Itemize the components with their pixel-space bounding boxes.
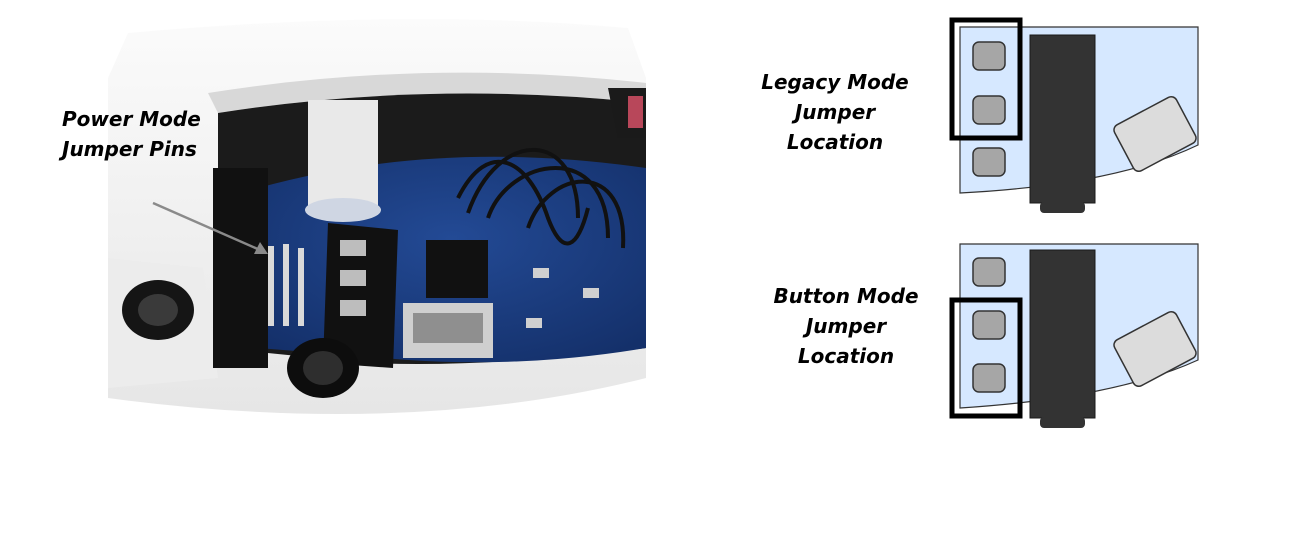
housing-photo [108,19,646,414]
jumper-pin-3 [972,147,1006,177]
jack-tab [1040,417,1085,428]
legacy-highlight-box [949,17,1023,141]
jumper-pin-3 [972,363,1006,393]
label-line: Button Mode [773,284,919,308]
power-mode-callout: Power Mode Jumper Pins [62,104,201,164]
label-line: Location [797,344,895,368]
label-line: Location [786,130,884,154]
callout-line: Power Mode [62,107,201,131]
jumper-pin-2 [972,310,1006,340]
legacy-mode-label: Legacy Mode Jumper Location [752,67,918,157]
switch-button [1113,310,1197,388]
label-line: Legacy Mode [761,70,909,94]
jack-body [1029,249,1096,419]
switch-button [1113,95,1197,173]
legacy-mode-diagram [949,17,1199,213]
label-line: Jumper [794,100,876,124]
jack-tab [1040,202,1085,213]
jumper-pin-1 [972,257,1006,287]
jumper-pin-1 [972,41,1006,71]
jumper-pin-2 [972,95,1006,125]
label-line: Jumper [805,314,887,338]
callout-line: Jumper Pins [62,137,197,161]
button-highlight-box [949,297,1023,419]
jack-body [1029,34,1096,204]
button-mode-label: Button Mode Jumper Location [768,281,924,371]
button-mode-diagram [949,243,1199,428]
